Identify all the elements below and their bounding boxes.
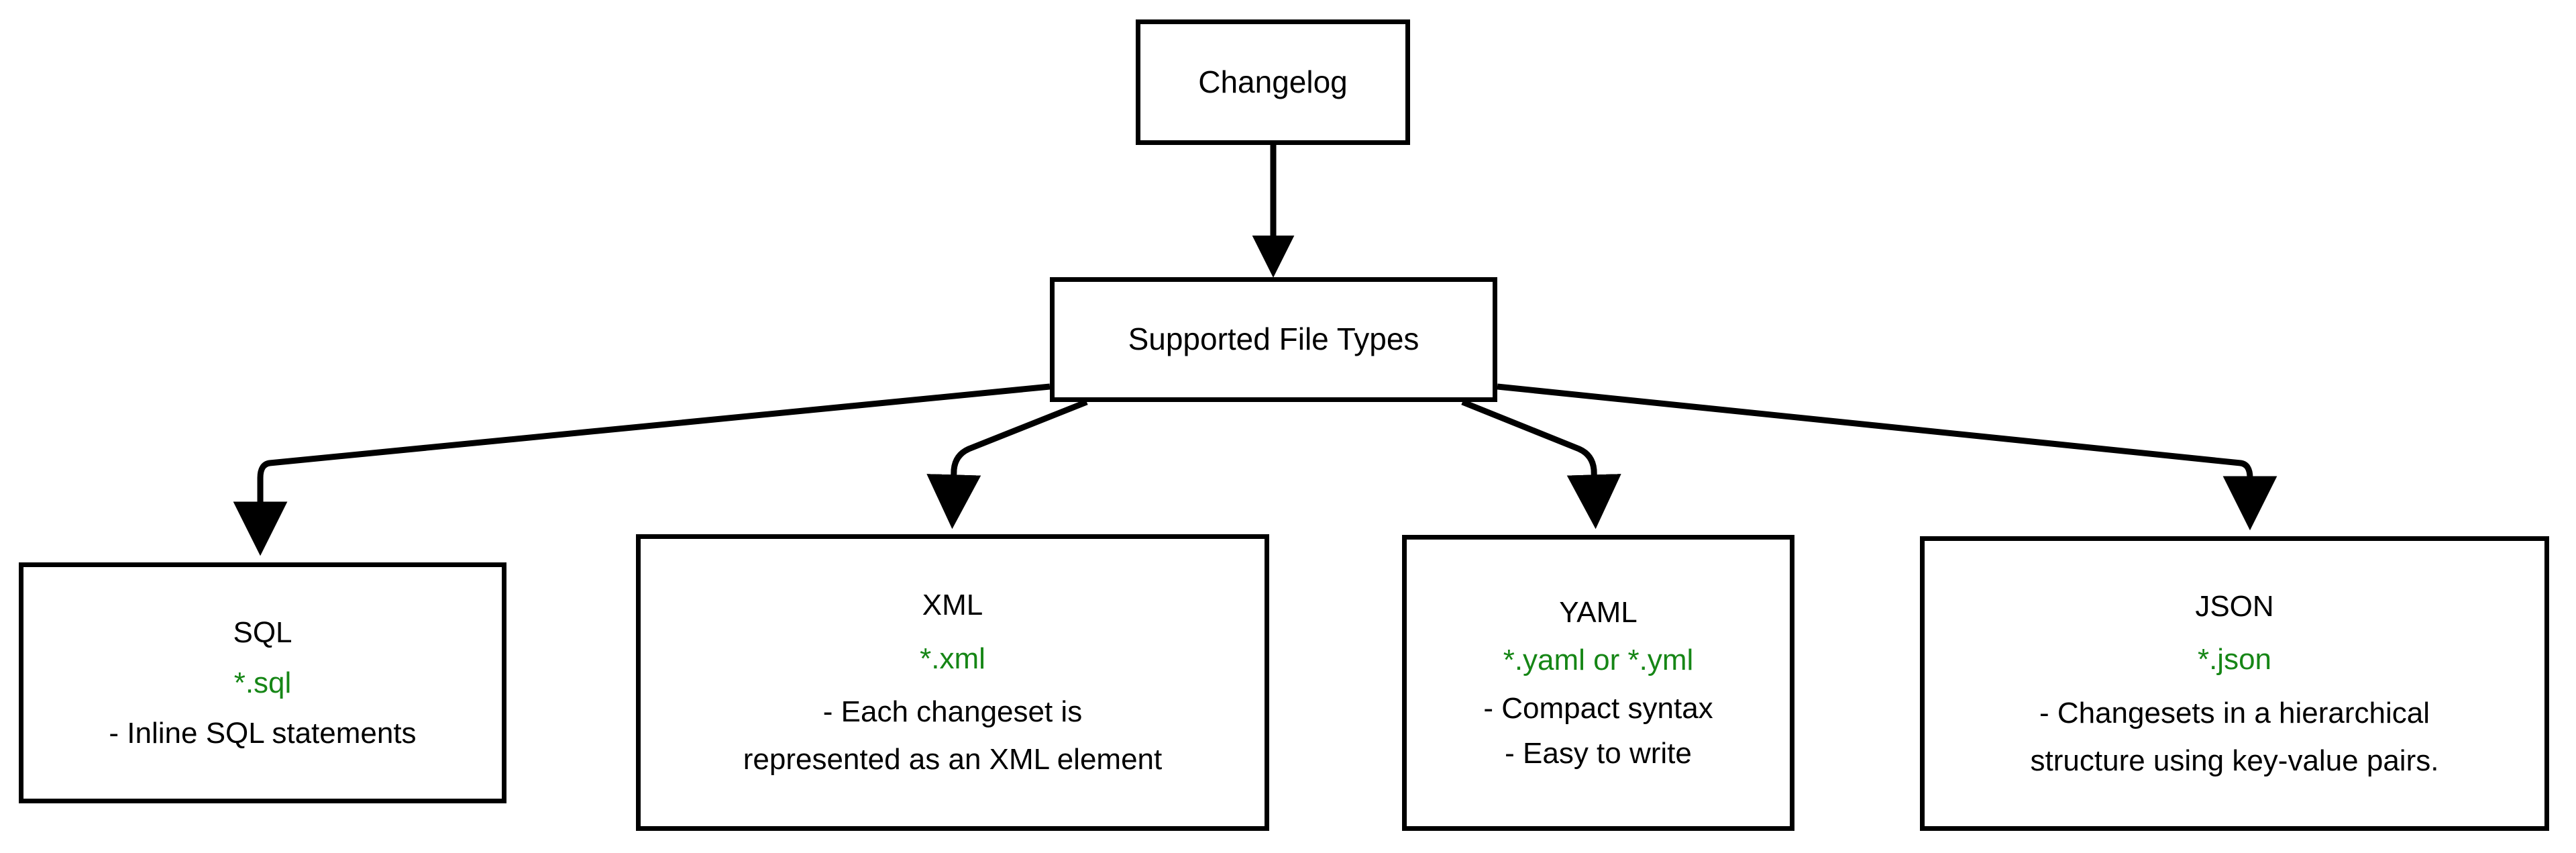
node-json[interactable]: JSON *.json - Changesets in a hierarchic… [1920,536,2549,831]
node-supported-file-types[interactable]: Supported File Types [1050,277,1497,402]
node-yaml-description-line: - Compact syntax [1483,691,1713,725]
node-xml-title: XML [922,589,983,622]
edge-supported-to-json [1497,383,2277,531]
node-changelog-label: Changelog [1198,64,1348,99]
node-json-title: JSON [2195,589,2274,623]
node-yaml-description: - Compact syntax - Easy to write [1483,692,1713,770]
node-json-extension: *.json [2197,643,2272,676]
node-sql-title: SQL [233,615,292,649]
node-json-description-line: - Changesets in a hierarchical [2039,696,2430,730]
node-xml[interactable]: XML *.xml - Each changeset is represente… [636,534,1269,831]
node-xml-description-line: - Each changeset is [822,695,1083,728]
node-supported-file-types-label: Supported File Types [1128,321,1419,357]
node-sql-description: - Inline SQL statements [109,717,416,750]
node-xml-extension: *.xml [920,642,985,675]
node-xml-description-line: represented as an XML element [743,743,1163,776]
node-sql-extension: *.sql [233,666,292,699]
node-xml-description: - Each changeset is represented as an XM… [743,695,1163,776]
node-sql-description-line: - Inline SQL statements [109,717,417,750]
node-json-description: - Changesets in a hierarchical structure… [2031,697,2439,778]
node-yaml-title: YAML [1559,595,1638,629]
edge-supported-to-xml [926,399,1088,530]
node-yaml[interactable]: YAML *.yaml or *.yml - Compact syntax - … [1402,535,1794,831]
node-yaml-description-line: - Easy to write [1505,736,1692,770]
node-sql[interactable]: SQL *.sql - Inline SQL statements [19,562,506,803]
edge-supported-to-yaml [1461,399,1621,530]
node-changelog[interactable]: Changelog [1136,19,1410,145]
node-json-description-line: structure using key-value pairs. [2030,744,2439,777]
edge-supported-to-sql [233,383,1051,556]
node-yaml-extension: *.yaml or *.yml [1503,644,1694,677]
